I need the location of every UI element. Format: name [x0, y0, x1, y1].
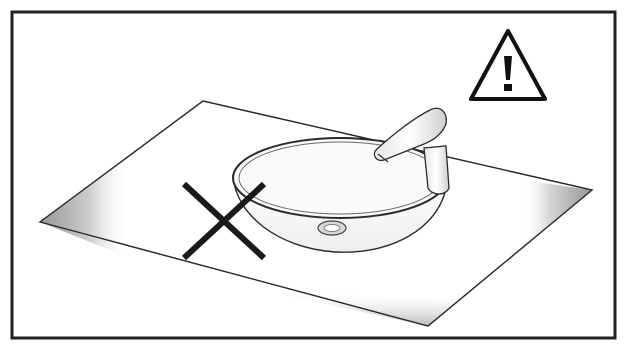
- faucet: [373, 107, 450, 195]
- wash-basin: [232, 137, 448, 253]
- cross-mark-icon: [181, 181, 267, 261]
- warning-triangle-icon: [469, 29, 547, 101]
- countertop-shade-right: [522, 180, 592, 248]
- countertop-shade-left: [40, 156, 130, 258]
- frame-border: [10, 10, 617, 340]
